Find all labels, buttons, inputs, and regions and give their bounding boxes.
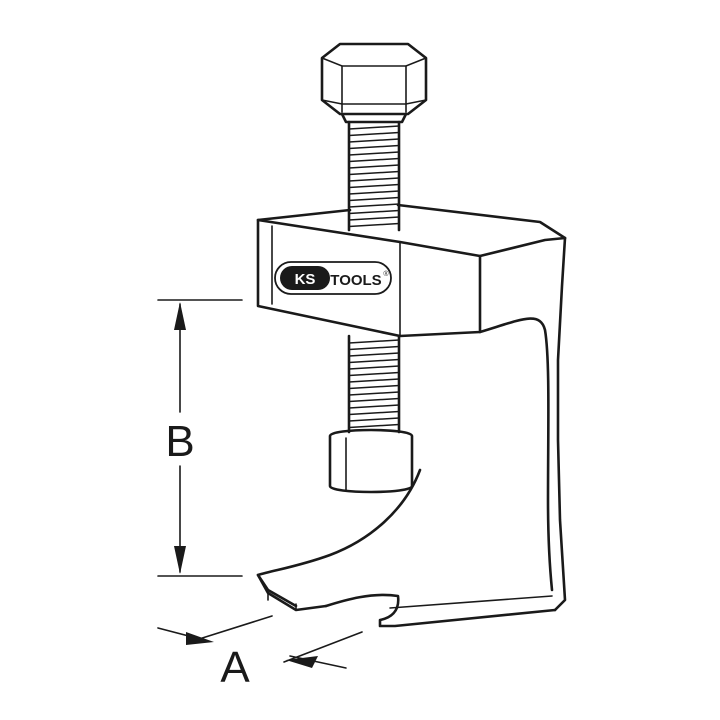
thread-line — [348, 358, 400, 364]
logo-ks-text: KS — [295, 271, 316, 288]
thread-line — [348, 151, 400, 156]
thread-line — [348, 417, 400, 422]
thread-line — [348, 423, 400, 429]
puller-frame — [256, 203, 567, 628]
thread-line — [348, 196, 400, 202]
thread-line — [348, 170, 400, 176]
thread-line — [348, 410, 400, 416]
logo-registered-mark: ® — [383, 270, 389, 278]
thread-line — [348, 131, 400, 137]
arrow-down — [174, 546, 186, 574]
thread-line — [348, 222, 400, 228]
dimension-a-label: A — [220, 643, 250, 692]
ks-tools-logo: KS TOOLS ® — [274, 261, 392, 295]
thread-line — [348, 125, 400, 130]
logo-ks-oval — [280, 266, 330, 290]
thread-line — [348, 190, 400, 195]
thread-line — [348, 177, 400, 182]
thread-line — [348, 345, 400, 351]
thread-line — [348, 209, 400, 215]
thread-line — [348, 404, 400, 409]
thread-line — [348, 183, 400, 189]
thread-line — [348, 339, 400, 344]
thread-line — [348, 216, 400, 221]
bolt-head — [320, 42, 428, 124]
thread-line — [348, 352, 400, 357]
thread-line — [348, 378, 400, 383]
arrow-a-left — [186, 632, 214, 645]
thread-line — [348, 164, 400, 169]
upper-thread — [347, 120, 401, 232]
pressure-piece — [328, 428, 414, 494]
thread-line — [348, 365, 400, 370]
thread-line — [348, 203, 400, 208]
arrow-a-right — [286, 656, 318, 668]
logo-tools-text: TOOLS — [330, 272, 381, 289]
thread-line — [348, 138, 400, 143]
thread-line — [348, 371, 400, 377]
dimension-a: A — [157, 615, 363, 692]
thread-line — [348, 397, 400, 403]
lower-thread — [347, 334, 401, 434]
dimension-b: B — [157, 299, 243, 577]
thread-line — [348, 384, 400, 390]
dimension-b-label: B — [165, 417, 194, 466]
thread-line — [348, 391, 400, 396]
thread-line — [348, 157, 400, 163]
thread-line — [348, 144, 400, 150]
arrow-up — [174, 302, 186, 330]
